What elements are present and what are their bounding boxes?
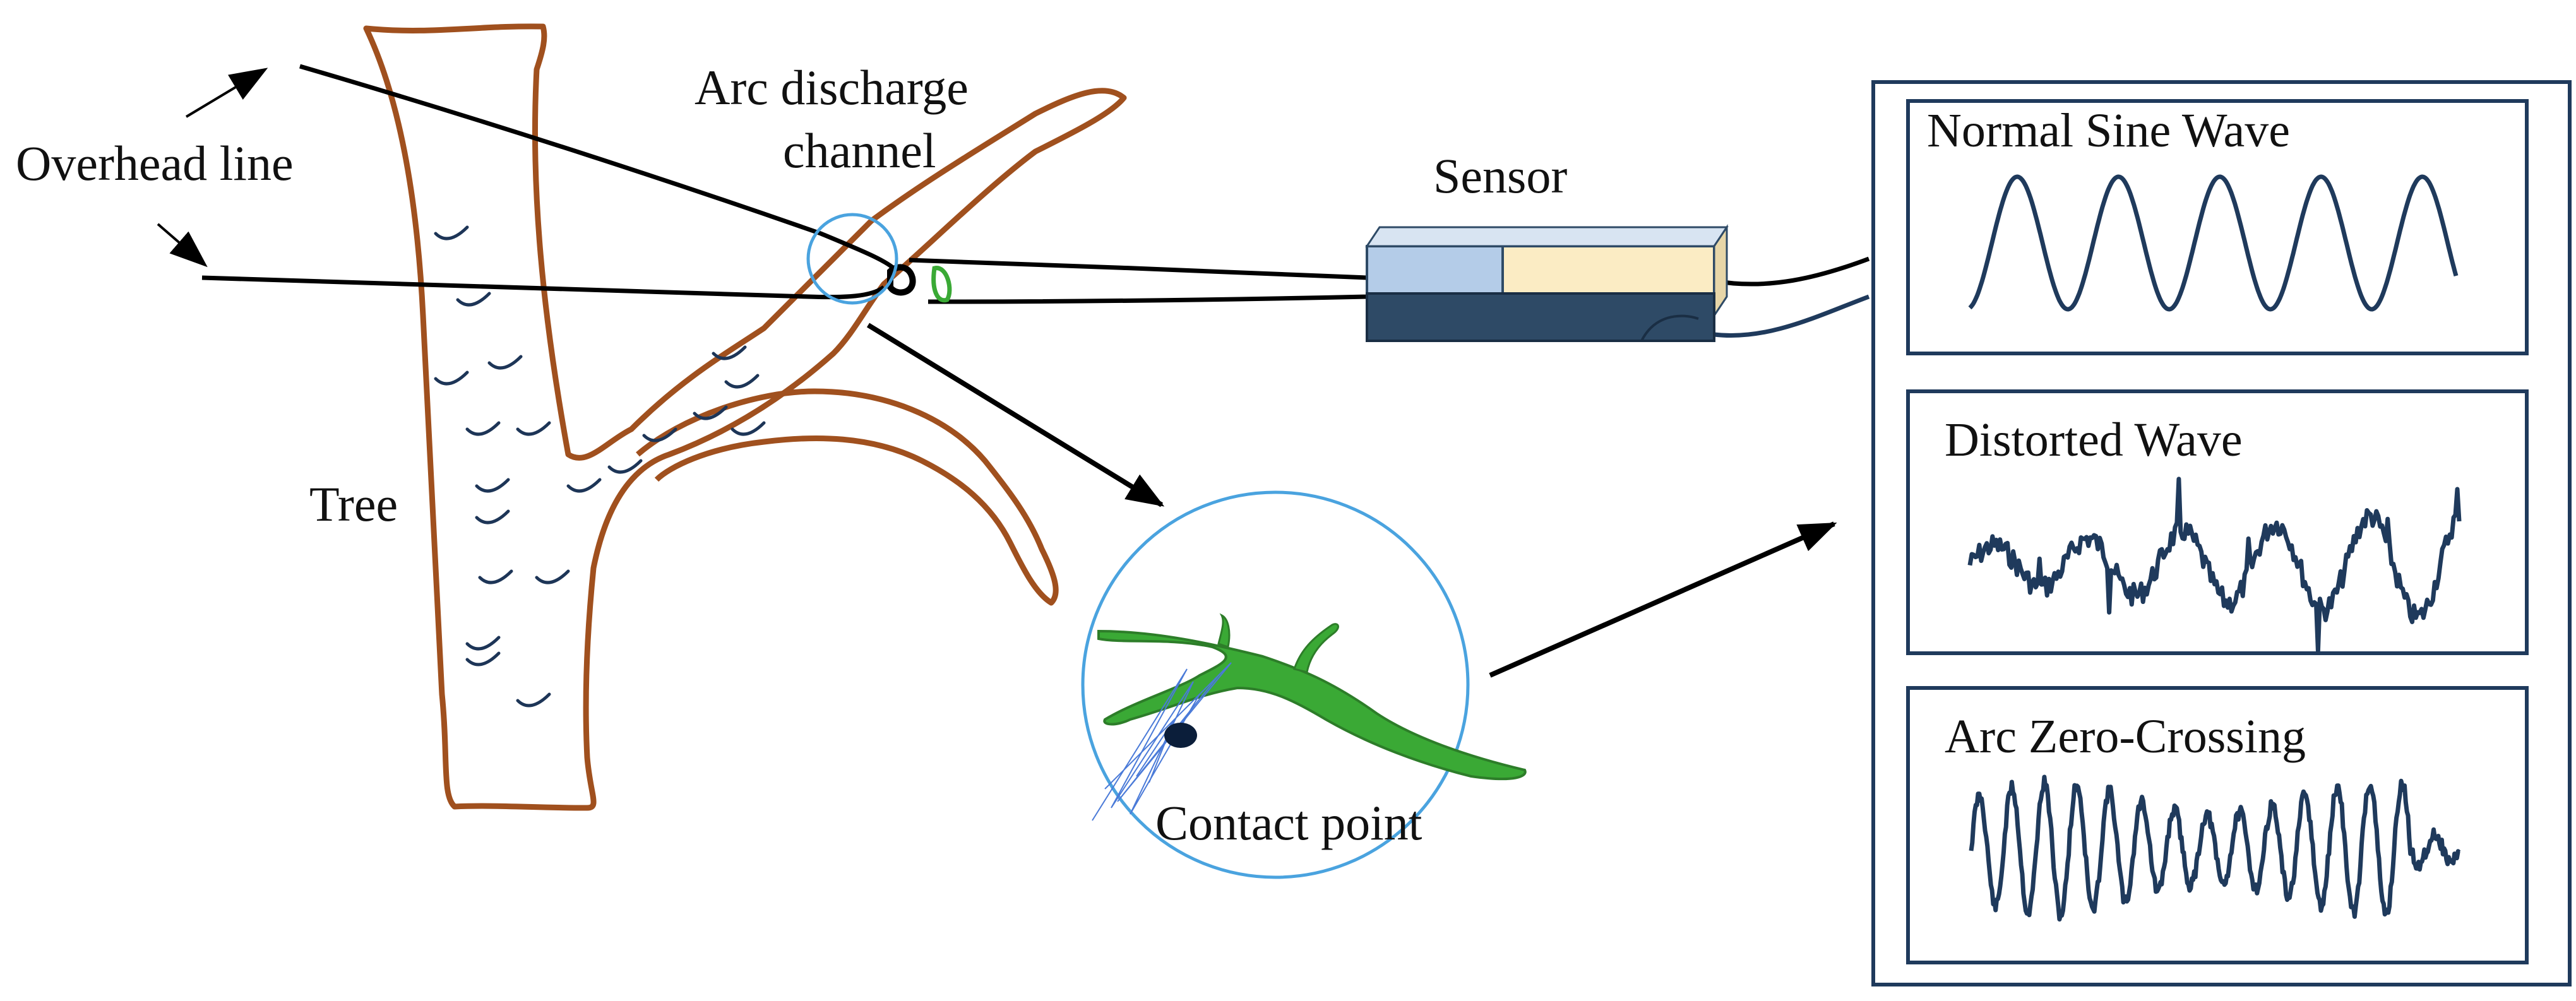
label-tree: Tree (309, 477, 398, 531)
panel-arc-title: Arc Zero-Crossing (1945, 710, 2306, 763)
overhead-label-arrow-lower (157, 223, 208, 268)
sensor-top-face (1365, 226, 1729, 247)
contact-knot (887, 264, 952, 303)
lower-branch (636, 388, 1059, 606)
line-to-sensor-lower (927, 294, 1368, 304)
overhead-label-arrow-upper (185, 68, 268, 118)
label-arc-line1: Arc discharge (695, 60, 969, 115)
green-branch (1097, 629, 1527, 781)
sensor-base (1366, 292, 1715, 342)
overhead-line-lower (201, 275, 886, 300)
contact-detail (1081, 490, 1527, 879)
panel-normal-title: Normal Sine Wave (1927, 104, 2290, 157)
contact-zoom-marker (806, 213, 898, 305)
panel-arc-border (1906, 686, 2529, 964)
waveform-panel-border (1871, 80, 2572, 986)
panel-normal-border (1906, 99, 2529, 355)
zoom-arrow (866, 323, 1165, 507)
tree (363, 23, 1127, 811)
bark-marks (434, 225, 766, 708)
wave-normal-sine (1968, 174, 2459, 312)
sensor-out-upper (1714, 256, 1870, 287)
sensor-out-lower (1714, 294, 1870, 338)
label-arc-line2: channel (783, 123, 936, 178)
green-twig (1293, 623, 1339, 673)
waveform-arrow (1489, 521, 1837, 678)
sensor (1365, 224, 1729, 342)
tree-trunk (363, 23, 1127, 811)
panel-distorted-border (1906, 389, 2529, 655)
line-to-sensor-upper (909, 258, 1368, 280)
overhead-lines (201, 64, 1870, 338)
label-contact-point: Contact point (1155, 795, 1422, 850)
waveform-panel: Normal Sine Wave Distorted Wave Arc Zero… (1871, 80, 2572, 986)
wave-arc-zero-crossing (1969, 774, 2461, 922)
label-overhead-line: Overhead line (16, 136, 294, 191)
panel-distorted-title: Distorted Wave (1945, 413, 2243, 466)
contact-point-mark (1164, 723, 1197, 748)
label-sensor: Sensor (1433, 148, 1567, 203)
overhead-line-upper (299, 64, 898, 273)
green-twig-2 (1217, 613, 1231, 648)
wave-distorted (1967, 477, 2462, 653)
